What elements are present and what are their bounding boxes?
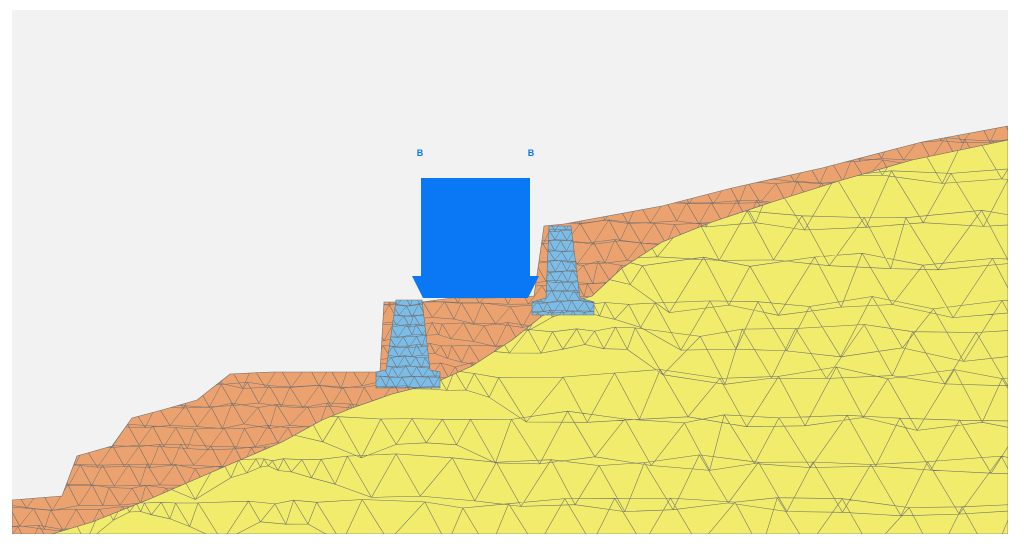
slope-mesh-diagram[interactable]: B B: [12, 10, 1008, 534]
distributed-load-arrow[interactable]: [412, 178, 539, 298]
load-label-left: B: [417, 148, 424, 158]
load-label-right: B: [528, 148, 535, 158]
fill-soil-region[interactable]: [12, 125, 1008, 534]
model-canvas[interactable]: B B: [12, 10, 1008, 534]
